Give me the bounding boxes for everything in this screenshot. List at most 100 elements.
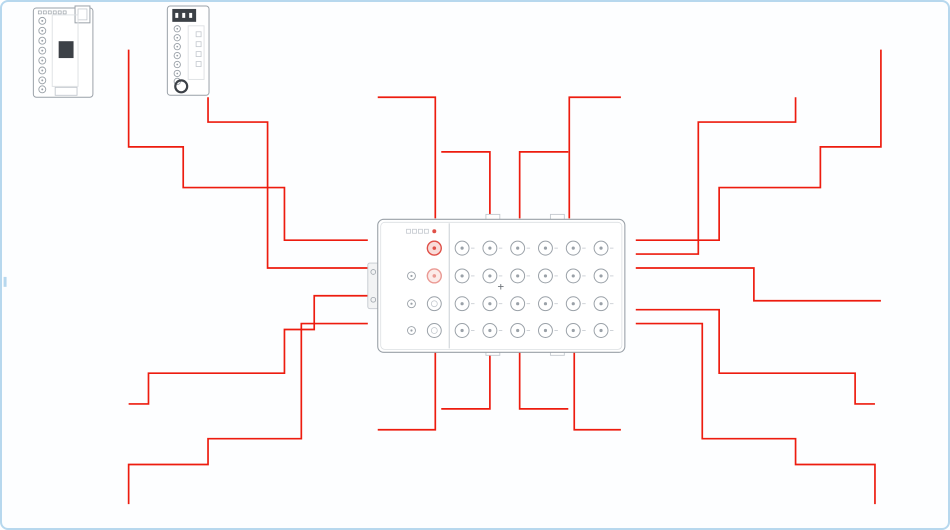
terminal-port-dot: [176, 72, 179, 75]
module-b-body: [187, 25, 205, 80]
leader-line: [635, 267, 881, 302]
aux-port-dot: [410, 302, 413, 305]
module-a-top-connector-inner: [77, 8, 88, 21]
main-module-drawing: +: [367, 213, 626, 356]
terminal-port: [173, 51, 181, 60]
terminal-port: [38, 36, 47, 45]
label-mark: [47, 10, 52, 15]
leader-line: [207, 97, 368, 269]
power-port: [426, 296, 442, 312]
main-module-inner-outline: [380, 221, 623, 350]
terminal-port-dot: [176, 54, 179, 57]
grounding-port: [174, 79, 189, 94]
leader-line: [635, 49, 882, 242]
io-connector-dot: [571, 246, 575, 250]
label-mark: [37, 10, 42, 15]
leader-line: [128, 294, 368, 405]
connector-pin: [175, 12, 179, 18]
io-connector-dot: [488, 328, 492, 333]
terminal-port-dot: [41, 19, 44, 22]
terminal-port: [173, 60, 181, 69]
leader-line: [635, 97, 797, 255]
io-connector-dot: [571, 274, 575, 278]
io-connector-dot: [488, 274, 492, 278]
leader-line: [441, 151, 491, 219]
terminal-port: [38, 16, 47, 25]
io-connector-dot: [460, 302, 464, 306]
label-mark: [52, 10, 57, 15]
io-connector-dot: [488, 246, 492, 250]
terminal-port-dot: [176, 45, 179, 48]
aux-port-dot: [410, 274, 413, 278]
label-mark: [57, 10, 62, 15]
io-connector-dot: [599, 302, 603, 306]
highlighted-port-dot: [432, 246, 437, 250]
aux-port: [407, 299, 416, 309]
terminal-port: [38, 56, 47, 65]
terminal-port-dot: [176, 27, 179, 30]
leader-line: [441, 351, 491, 410]
leader-line: [127, 49, 368, 242]
bracket-screw: [370, 269, 377, 275]
terminal-port: [38, 76, 47, 85]
status-led: [412, 228, 417, 234]
leader-line: [635, 322, 876, 505]
module-a-body: [51, 14, 79, 87]
io-connector-dot: [460, 246, 464, 250]
dip-switch-mark: [195, 31, 202, 38]
terminal-port: [173, 69, 181, 78]
module-a-top-connector: [74, 5, 91, 24]
aux-port-dot: [410, 329, 413, 332]
label-mark: [42, 10, 47, 15]
module-a-bottom-foot: [54, 86, 78, 96]
terminal-port-dot: [41, 29, 44, 32]
status-led: [406, 228, 411, 234]
terminal-port-dot: [41, 59, 44, 62]
bracket-screw: [370, 296, 377, 303]
reference-module-b: [166, 5, 210, 96]
leader-line: [573, 351, 621, 431]
terminal-port: [38, 46, 47, 55]
status-led-active: [432, 229, 437, 234]
io-connector-dot: [460, 328, 464, 333]
dip-switch-mark: [195, 41, 202, 48]
terminal-port: [38, 85, 47, 94]
frame-edge-tick: [3, 276, 7, 287]
power-port-ring: [430, 300, 438, 308]
status-led: [423, 228, 429, 234]
io-connector-dot: [516, 302, 520, 306]
connector-pin: [189, 12, 193, 18]
io-connector-dot: [488, 302, 492, 306]
terminal-port: [38, 26, 47, 35]
leader-line: [518, 151, 569, 219]
highlighted-port-dot: [432, 274, 437, 278]
terminal-port-dot: [41, 39, 44, 42]
leader-line: [635, 308, 875, 405]
io-connector-dot: [543, 328, 548, 333]
leader-line: [127, 322, 368, 505]
power-port: [426, 323, 442, 338]
module-a-label-plate: [58, 41, 74, 59]
terminal-port-dot: [41, 88, 44, 91]
io-connector-dot: [543, 274, 548, 278]
power-port-ring: [430, 327, 438, 334]
io-connector-dot: [460, 274, 464, 278]
io-connector-dot: [599, 274, 603, 278]
io-connector-dot: [543, 246, 548, 250]
terminal-port-dot: [176, 63, 179, 66]
label-mark: [62, 10, 67, 15]
leader-line: [568, 96, 621, 219]
io-connector-dot: [599, 246, 603, 250]
io-connector-dot: [516, 274, 520, 278]
terminal-port-dot: [41, 69, 44, 72]
dip-switch-mark: [195, 51, 202, 57]
io-connector-dot: [516, 328, 520, 333]
leader-line: [377, 351, 437, 431]
io-connector-dot: [571, 302, 575, 306]
terminal-port: [173, 25, 181, 33]
aux-port: [407, 326, 416, 335]
leader-line: [377, 96, 437, 219]
terminal-port-dot: [176, 36, 179, 39]
aux-port: [407, 271, 416, 281]
